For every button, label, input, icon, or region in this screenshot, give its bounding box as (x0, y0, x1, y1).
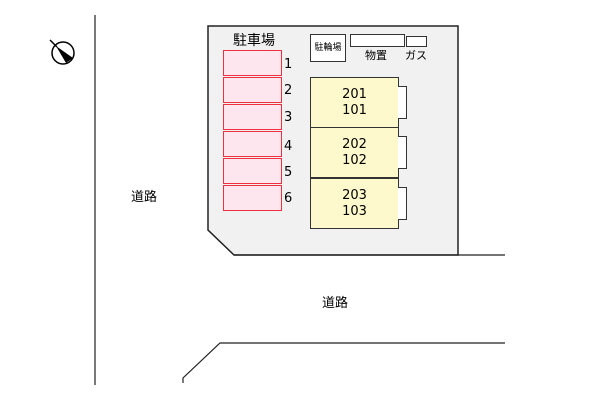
gas-label: ガス (405, 49, 427, 62)
parking-number: 5 (284, 165, 293, 180)
unit-number: 203 (342, 188, 367, 203)
bicycle-parking: 駐輪場 (310, 34, 346, 62)
parking-number: 6 (284, 191, 293, 206)
parking-space (223, 185, 282, 211)
storage-label: 物置 (365, 49, 387, 62)
parking-number: 4 (284, 139, 293, 154)
parking-space (223, 77, 282, 103)
parking-number: 1 (284, 57, 293, 72)
parking-number: 3 (284, 110, 293, 125)
unit-number: 102 (342, 153, 367, 168)
road-label-bottom: 道路 (322, 296, 349, 311)
parking-space (223, 158, 282, 184)
parking-title: 駐車場 (233, 33, 275, 49)
road-edge-bottom (182, 342, 505, 383)
parking-number: 2 (284, 83, 293, 98)
north-arrow-icon (49, 39, 75, 65)
balcony (398, 187, 407, 220)
unit-number: 202 (342, 137, 367, 152)
unit-number: 101 (342, 103, 367, 118)
gas-box (406, 36, 427, 47)
unit-number: 201 (342, 87, 367, 102)
parking-space (223, 50, 282, 76)
road-label-left: 道路 (131, 190, 158, 205)
storage-box (350, 34, 405, 47)
parking-space (223, 104, 282, 130)
parking-space (223, 131, 282, 157)
balcony (398, 86, 407, 119)
balcony (398, 136, 407, 169)
unit-number: 103 (342, 204, 367, 219)
